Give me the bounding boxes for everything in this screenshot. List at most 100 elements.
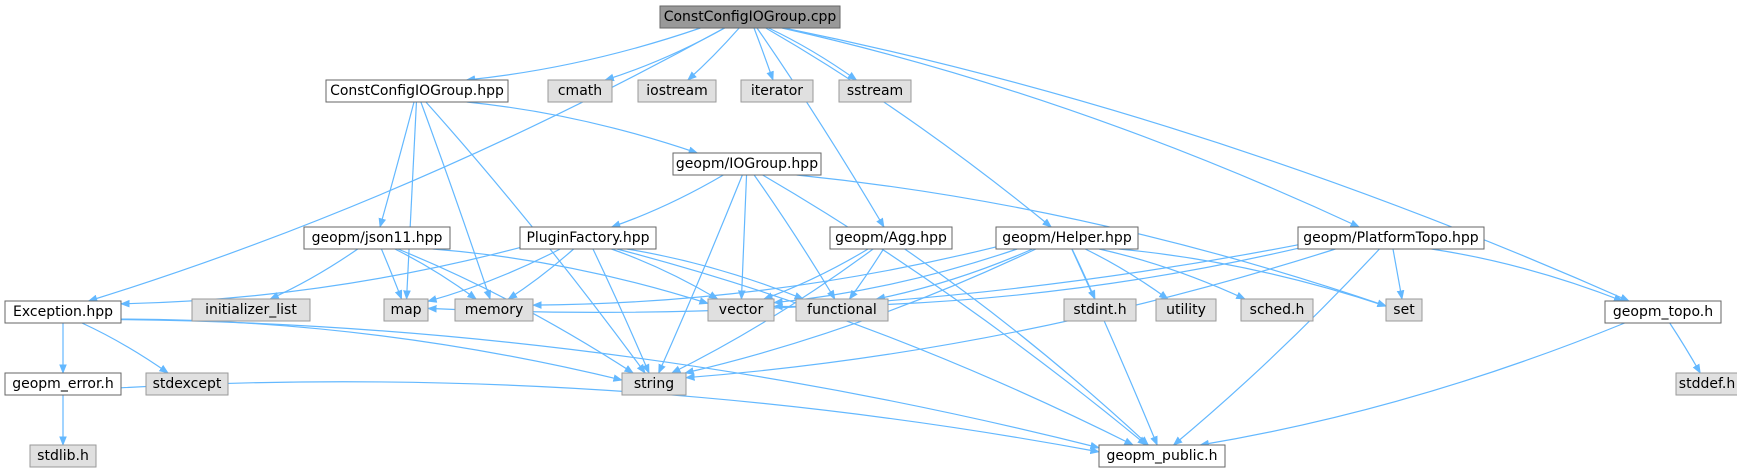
- file-nodes: ConstConfigIOGroup.cppConstConfigIOGroup…: [4, 5, 1737, 468]
- edge-root-to-iterator: [753, 27, 774, 81]
- node-label: stdlib.h: [37, 448, 89, 464]
- edge-constHpp-to-map: [403, 101, 418, 300]
- node-geopmError[interactable]: geopm_error.h: [4, 372, 122, 396]
- node-label: PluginFactory.hpp: [526, 230, 649, 246]
- node-box: [1155, 298, 1217, 322]
- node-platformTopo[interactable]: geopm/PlatformTopo.hpp: [1297, 226, 1485, 250]
- edge-helper-to-string: [684, 248, 1037, 375]
- node-ioGroup[interactable]: geopm/IOGroup.hpp: [672, 152, 822, 176]
- node-geopmTopo[interactable]: geopm_topo.h: [1604, 300, 1722, 324]
- node-box: [29, 444, 97, 468]
- node-root[interactable]: ConstConfigIOGroup.cpp: [659, 5, 841, 29]
- node-box: [383, 298, 429, 322]
- node-sched: sched.h: [1240, 298, 1314, 322]
- edge-pluginFactory-to-string: [592, 248, 650, 374]
- node-pluginFactory[interactable]: PluginFactory.hpp: [519, 226, 657, 250]
- edge-root-to-helper: [765, 27, 1052, 228]
- node-label: Exception.hpp: [13, 304, 113, 320]
- edge-pluginFactory-to-memory: [507, 248, 575, 300]
- edge-root-to-geopmTopo: [783, 27, 1630, 302]
- edge-ioGroup-to-string: [658, 174, 743, 374]
- node-label: set: [1393, 302, 1415, 318]
- edge-geopmTopo-to-geopmPublic: [1199, 322, 1625, 448]
- node-label: stdexcept: [153, 376, 222, 392]
- node-box: [707, 298, 775, 322]
- node-box: [519, 226, 657, 250]
- node-box: [637, 79, 717, 103]
- node-vector: vector: [707, 298, 775, 322]
- edge-geopmTopo-to-stddef: [1669, 322, 1701, 374]
- edge-constHpp-to-json11: [378, 101, 415, 228]
- edge-helper-to-utility: [1084, 248, 1169, 300]
- node-helper[interactable]: geopm/Helper.hpp: [995, 226, 1139, 250]
- edge-platformTopo-to-geopmPublic: [1172, 248, 1380, 446]
- node-box: [1385, 298, 1423, 322]
- node-label: geopm_public.h: [1106, 448, 1217, 464]
- edge-exception-to-geopmPublic: [120, 319, 1100, 450]
- node-box: [995, 226, 1139, 250]
- node-json11[interactable]: geopm/json11.hpp: [303, 226, 451, 250]
- edge-root-to-cmath: [604, 27, 726, 82]
- edge-root-to-iostream: [687, 27, 740, 81]
- node-stdint: stdint.h: [1063, 298, 1137, 322]
- node-initList: initializer_list: [191, 298, 311, 322]
- node-label: vector: [719, 302, 764, 318]
- node-box: [191, 298, 311, 322]
- node-box: [4, 372, 122, 396]
- edge-json11-to-vector: [432, 248, 709, 305]
- node-agg[interactable]: geopm/Agg.hpp: [829, 226, 953, 250]
- node-label: functional: [807, 302, 877, 318]
- node-stdexcept: stdexcept: [145, 372, 229, 396]
- node-cmath: cmath: [547, 79, 613, 103]
- node-label: utility: [1166, 302, 1206, 318]
- node-label: geopm_topo.h: [1613, 304, 1713, 320]
- edge-json11-to-map: [380, 248, 403, 300]
- node-box: [838, 79, 912, 103]
- node-label: map: [390, 302, 421, 318]
- edge-agg-to-functional: [848, 248, 885, 300]
- node-box: [1240, 298, 1314, 322]
- edge-ioGroup-to-pluginFactory: [610, 174, 724, 228]
- node-label: string: [634, 376, 674, 392]
- edge-json11-to-initList: [269, 248, 359, 300]
- edge-exception-to-stdexcept: [81, 322, 169, 374]
- node-constHpp[interactable]: ConstConfigIOGroup.hpp: [325, 79, 509, 103]
- edge-agg-to-geopmPublic: [904, 248, 1150, 446]
- edge-agg-to-vector: [763, 248, 869, 300]
- node-label: geopm/Helper.hpp: [1002, 230, 1132, 246]
- edge-ioGroup-to-functional: [753, 174, 836, 300]
- node-box: [145, 372, 229, 396]
- node-memory: memory: [454, 298, 534, 322]
- edge-pluginFactory-to-exception: [120, 247, 521, 308]
- node-box: [325, 79, 509, 103]
- node-label: geopm_error.h: [12, 376, 114, 392]
- edge-root-to-constHpp: [465, 27, 701, 83]
- edge-json11-to-memory: [394, 248, 477, 300]
- node-functional: functional: [795, 298, 889, 322]
- edge-pluginFactory-to-vector: [611, 248, 719, 300]
- edge-platformTopo-to-set: [1392, 248, 1405, 300]
- node-box: [4, 300, 122, 324]
- node-box: [454, 298, 534, 322]
- edge-root-to-sstream: [768, 27, 858, 81]
- node-label: ConstConfigIOGroup.hpp: [330, 83, 504, 99]
- node-box: [621, 372, 687, 396]
- node-label: geopm/json11.hpp: [312, 230, 443, 246]
- node-geopmPublic[interactable]: geopm_public.h: [1098, 444, 1226, 468]
- node-label: initializer_list: [205, 302, 297, 318]
- node-label: geopm/Agg.hpp: [835, 230, 947, 246]
- edge-ioGroup-to-set: [796, 174, 1387, 307]
- node-box: [1063, 298, 1137, 322]
- node-exception[interactable]: Exception.hpp: [4, 300, 122, 324]
- node-utility: utility: [1155, 298, 1217, 322]
- edge-pluginFactory-to-map: [427, 248, 561, 303]
- edge-helper-to-functional: [875, 248, 1033, 302]
- node-box: [795, 298, 889, 322]
- edge-helper-to-memory: [532, 246, 997, 309]
- edge-exception-to-string: [120, 318, 623, 382]
- edge-platformTopo-to-geopmTopo: [1431, 248, 1624, 302]
- edge-platformTopo-to-string: [685, 248, 1336, 381]
- node-box: [659, 5, 841, 29]
- node-stdlib: stdlib.h: [29, 444, 97, 468]
